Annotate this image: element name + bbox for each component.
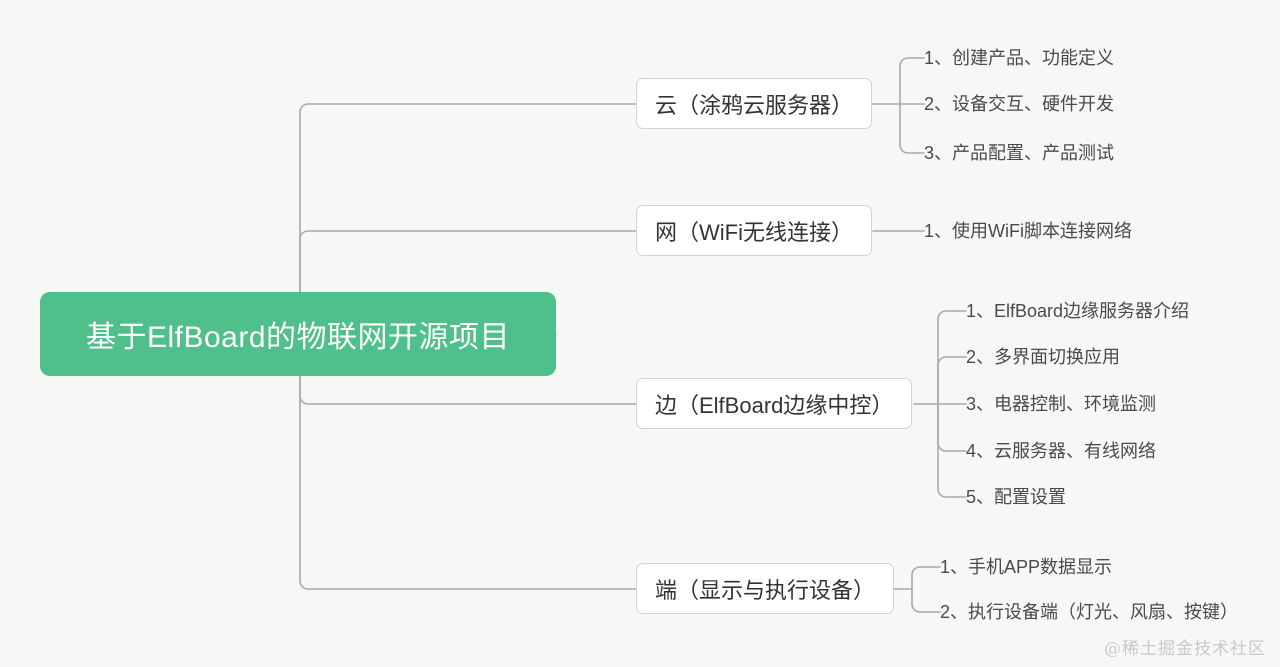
leaf-device-2[interactable]: 2、执行设备端（灯光、风扇、按键） [940,602,1239,622]
edge-edge-c4 [937,403,967,452]
branch-node-cloud[interactable]: 云（涂鸦云服务器） [636,78,873,129]
edge-device-c2 [911,588,941,613]
edge-edge-c1 [937,310,967,405]
branch-node-cloud-label: 云（涂鸦云服务器） [655,92,854,118]
leaf-cloud-1[interactable]: 1、创建产品、功能定义 [924,48,1115,68]
leaf-edge-3[interactable]: 3、电器控制、环境监测 [966,394,1157,414]
branch-node-net[interactable]: 网（WiFi无线连接） [636,205,872,256]
branch-node-device[interactable]: 端（显示与执行设备） [636,563,895,614]
edge-cloud-c1 [899,57,925,105]
edge-edge-c2 [937,356,967,405]
leaf-edge-1[interactable]: 1、ElfBoard边缘服务器介绍 [966,301,1190,321]
edge-device-c1 [911,566,941,590]
branch-node-edge-label: 边（ElfBoard边缘中控） [655,392,894,418]
root-node[interactable]: 基于ElfBoard的物联网开源项目 [40,292,556,376]
root-node-label: 基于ElfBoard的物联网开源项目 [85,321,511,354]
edge-cloud-c3 [899,103,925,154]
leaf-edge-5[interactable]: 5、配置设置 [966,487,1067,507]
branch-node-device-label: 端（显示与执行设备） [655,577,876,603]
leaf-edge-4[interactable]: 4、云服务器、有线网络 [966,441,1157,461]
leaf-edge-2[interactable]: 2、多界面切换应用 [966,347,1121,367]
branch-node-net-label: 网（WiFi无线连接） [655,219,853,245]
leaf-cloud-2[interactable]: 2、设备交互、硬件开发 [924,94,1115,114]
leaf-device-1[interactable]: 1、手机APP数据显示 [940,557,1113,577]
branch-node-edge[interactable]: 边（ElfBoard边缘中控） [636,378,913,429]
leaf-cloud-3[interactable]: 3、产品配置、产品测试 [924,143,1115,163]
edge-edge-c5 [937,403,967,498]
leaf-net-1[interactable]: 1、使用WiFi脚本连接网络 [924,221,1132,241]
watermark: @稀土掘金技术社区 [1104,639,1266,659]
